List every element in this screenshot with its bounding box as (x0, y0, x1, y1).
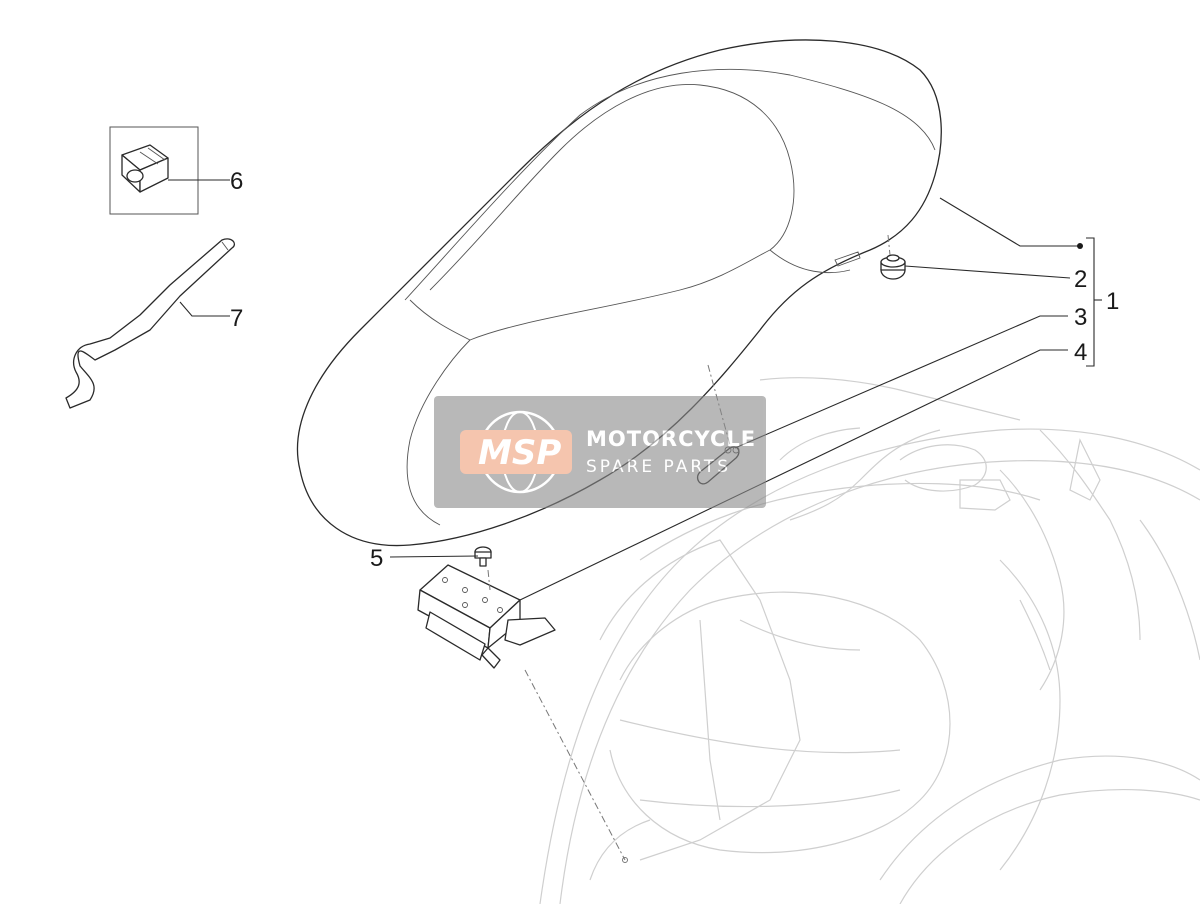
callout-5: 5 (370, 545, 383, 572)
screw-part-5 (474, 546, 492, 567)
callout-1: 1 (1106, 288, 1119, 315)
watermark-logo: MSP (478, 433, 561, 473)
callout-labels: 1 2 3 4 5 6 7 (230, 168, 1119, 572)
scooter-body-outline (539, 377, 1200, 904)
bumper-part-2 (880, 254, 906, 280)
callout-7: 7 (230, 305, 243, 332)
hinge-part-4 (417, 564, 556, 669)
watermark-line1: MOTORCYCLE (586, 427, 756, 451)
callout-2: 2 (1074, 266, 1087, 293)
callout-6: 6 (230, 168, 243, 195)
watermark-line2: SPARE PARTS (586, 457, 731, 477)
clip-part-6-box (109, 126, 199, 215)
callout-4: 4 (1074, 339, 1087, 366)
callout-3: 3 (1074, 304, 1087, 331)
leader-lines (168, 179, 1102, 601)
wrench-part-7 (65, 238, 236, 409)
msp-watermark: MSP MOTORCYCLE SPARE PARTS (434, 396, 766, 508)
